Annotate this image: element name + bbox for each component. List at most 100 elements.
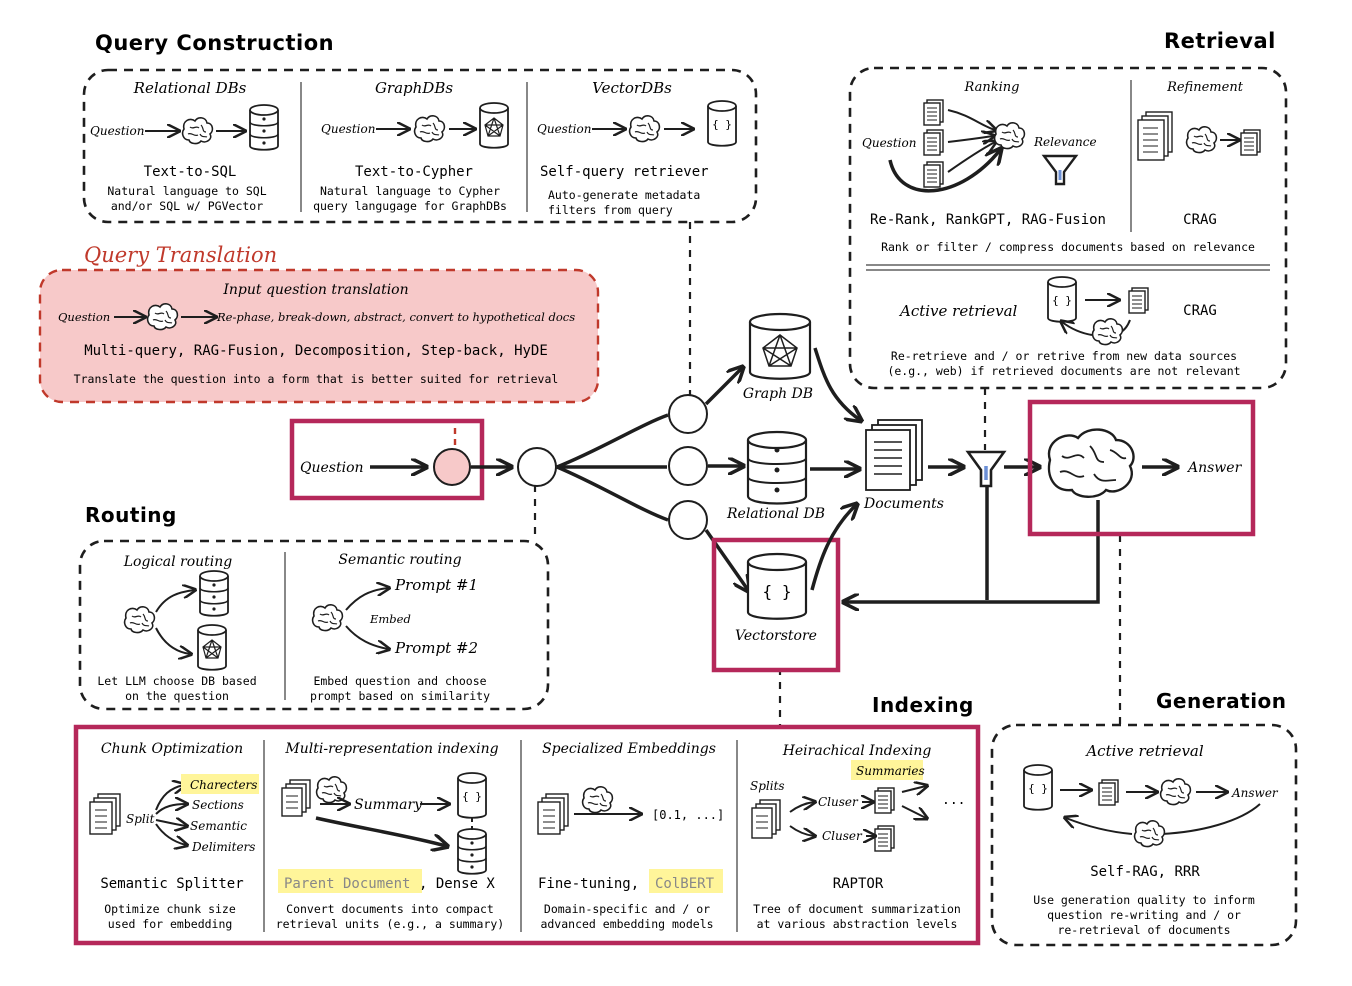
hierarchical-splits: Splits bbox=[750, 779, 785, 793]
generation-box bbox=[990, 723, 1298, 947]
query-translation-box bbox=[38, 268, 600, 404]
document-icon bbox=[923, 161, 944, 188]
graph-database-icon bbox=[197, 624, 227, 671]
qc-relational-header: Relational DBs bbox=[133, 79, 247, 97]
brain-icon bbox=[581, 785, 614, 814]
chunk-desc2: used for embedding bbox=[108, 917, 233, 931]
brain-icon bbox=[181, 116, 214, 145]
generation-desc1: Use generation quality to inform bbox=[1033, 893, 1255, 907]
brain-icon bbox=[993, 121, 1026, 150]
generation-desc3: re-retrieval of documents bbox=[1057, 923, 1230, 937]
query-translation-title: Query Translation bbox=[84, 243, 277, 267]
indexing-highlight-box bbox=[73, 724, 981, 946]
documents-icon bbox=[865, 419, 923, 491]
active-retrieval-method: CRAG bbox=[1183, 303, 1217, 319]
multi-rep-desc1: Convert documents into compact bbox=[286, 902, 494, 916]
question-label: Question bbox=[300, 460, 364, 476]
active-retrieval-desc1: Re-retrieve and / or retrive from new da… bbox=[891, 349, 1237, 363]
qt-methods: Multi-query, RAG-Fusion, Decomposition, … bbox=[84, 343, 548, 359]
ranking-relevance: Relevance bbox=[1033, 135, 1097, 149]
document-icon bbox=[923, 99, 944, 126]
active-retrieval-desc2: (e.g., web) if retrieved documents are n… bbox=[887, 364, 1240, 378]
generation-section: Generation Active retrieval Answer Self-… bbox=[990, 689, 1298, 947]
documents-label: Documents bbox=[863, 496, 944, 512]
brain-icon bbox=[1091, 317, 1124, 346]
hierarchical-header: Heirachical Indexing bbox=[782, 743, 932, 759]
qc-relational-desc1: Natural language to SQL bbox=[107, 184, 266, 198]
multi-rep-method-highlight: Parent Document bbox=[284, 876, 410, 892]
qc-graph-desc1: Natural language to Cypher bbox=[320, 184, 500, 198]
brain-icon bbox=[628, 114, 661, 143]
chunk-method: Semantic Splitter bbox=[100, 876, 243, 892]
database-icon bbox=[199, 570, 229, 617]
multi-rep-desc2: retrieval units (e.g., a summary) bbox=[276, 917, 504, 931]
brain-icon bbox=[413, 114, 446, 143]
generation-answer: Answer bbox=[1231, 786, 1279, 800]
graph-db-label: Graph DB bbox=[743, 386, 813, 402]
multi-rep-method-rest: , Dense X bbox=[419, 876, 495, 892]
semantic-prompt-1: Prompt #1 bbox=[394, 576, 478, 594]
document-stack-icon bbox=[89, 793, 121, 835]
brain-icon bbox=[1133, 819, 1166, 848]
ranking-methods: Re-Rank, RankGPT, RAG-Fusion bbox=[870, 212, 1106, 228]
retrieval-section: Retrieval Ranking Question Relevance Re-… bbox=[848, 29, 1288, 390]
indexing-title: Indexing bbox=[872, 693, 974, 717]
document-icon bbox=[874, 825, 895, 852]
logical-routing-desc1: Let LLM choose DB based bbox=[97, 674, 256, 688]
query-construction-node bbox=[668, 394, 708, 434]
qc-vector-method: Self-query retriever bbox=[540, 164, 709, 180]
question-highlight-box bbox=[289, 418, 485, 501]
qc-graph-desc2: query langugage for GraphDBs bbox=[313, 199, 507, 213]
multi-rep-header: Multi-representation indexing bbox=[284, 741, 498, 757]
generation-desc2: question re-writing and / or bbox=[1047, 908, 1241, 922]
qc-relational-method: Text-to-SQL bbox=[144, 164, 237, 180]
embeddings-method-a: Fine-tuning, bbox=[538, 876, 639, 892]
qc-graph-header: GraphDBs bbox=[375, 79, 453, 97]
routing-title: Routing bbox=[85, 503, 177, 527]
qc-vector-header: VectorDBs bbox=[592, 79, 672, 97]
refinement-method: CRAG bbox=[1183, 212, 1217, 228]
document-icon bbox=[1128, 287, 1149, 314]
hierarchical-desc2: at various abstraction levels bbox=[757, 917, 958, 931]
vectorstore-icon bbox=[707, 100, 737, 147]
generation-method: Self-RAG, RRR bbox=[1090, 864, 1200, 880]
semantic-routing-header: Semantic routing bbox=[338, 552, 461, 568]
hierarchical-ellipsis: ... bbox=[942, 793, 965, 808]
vectorstore-icon bbox=[1047, 276, 1077, 323]
document-stack-icon bbox=[1137, 111, 1173, 161]
chunk-item-semantic: Semantic bbox=[190, 819, 247, 833]
vectorstore-icon bbox=[1023, 764, 1053, 811]
semantic-routing-desc2: prompt based on similarity bbox=[310, 689, 490, 703]
qc-relational-input: Question bbox=[90, 124, 144, 138]
specialized-embeddings-header: Specialized Embeddings bbox=[542, 741, 716, 757]
retrieval-box bbox=[848, 66, 1288, 390]
qt-desc: Translate the question into a form that … bbox=[74, 372, 559, 386]
hierarchical-method: RAPTOR bbox=[833, 876, 884, 892]
ranking-header: Ranking bbox=[964, 80, 1020, 95]
multi-rep-summary: Summary bbox=[354, 797, 423, 813]
filter-icon bbox=[1042, 154, 1078, 186]
qc-graph-input: Question bbox=[321, 122, 375, 136]
database-icon bbox=[249, 104, 279, 151]
relational-db-label: Relational DB bbox=[726, 506, 825, 522]
qt-header: Input question translation bbox=[222, 282, 408, 298]
query-translation-section: Query Translation Input question transla… bbox=[38, 243, 600, 404]
ranking-input: Question bbox=[862, 136, 916, 150]
hierarchical-cluster-2: Cluser bbox=[822, 829, 863, 843]
chunk-split-label: Split bbox=[126, 812, 155, 826]
semantic-routing-desc1: Embed question and choose bbox=[313, 674, 486, 688]
hierarchical-summaries: Summaries bbox=[856, 764, 925, 778]
answer-highlight-box bbox=[1027, 399, 1256, 537]
document-stack-icon bbox=[751, 799, 781, 839]
qc-vector-desc2: filters from query bbox=[548, 203, 673, 217]
qc-vector-desc1: Auto-generate metadata bbox=[548, 188, 700, 202]
document-icon bbox=[1240, 129, 1261, 156]
refinement-header: Refinement bbox=[1166, 80, 1244, 95]
query-construction-section: Query Construction Relational DBs Questi… bbox=[82, 31, 758, 224]
relational-db-icon bbox=[746, 430, 808, 505]
generation-header: Active retrieval bbox=[1084, 742, 1204, 760]
brain-icon bbox=[315, 775, 348, 804]
brain-icon bbox=[1185, 125, 1218, 154]
vectorstore-icon bbox=[457, 772, 487, 819]
